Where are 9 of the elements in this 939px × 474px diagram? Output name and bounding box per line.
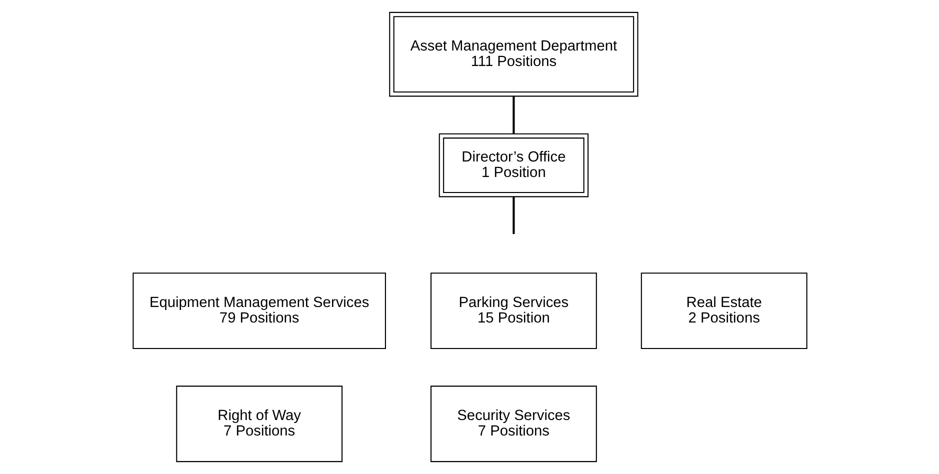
node-box: Real Estate 2 Positions: [640, 272, 807, 349]
node-box: Director’s Office 1 Position: [438, 133, 588, 198]
connector: [512, 196, 514, 234]
connector: [512, 96, 514, 134]
node-box: Right of Way 7 Positions: [176, 386, 342, 462]
node-box: Equipment Management Services 79 Positions: [132, 272, 386, 349]
node-box: Asset Management Department 111 Positions: [388, 12, 638, 97]
node-box: Parking Services 15 Position: [430, 272, 596, 349]
node-box: Security Services 7 Positions: [430, 386, 596, 462]
